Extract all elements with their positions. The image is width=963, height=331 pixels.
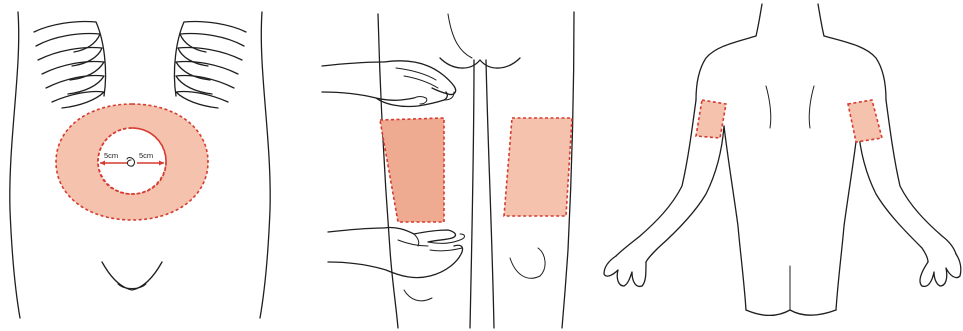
left-leg-inner-outline bbox=[470, 60, 474, 328]
upper-hand-icon bbox=[322, 61, 456, 107]
navel-icon bbox=[127, 158, 134, 167]
left-rib-cage bbox=[34, 21, 106, 108]
left-knee-outline bbox=[404, 290, 432, 301]
left-hand-icon bbox=[604, 256, 646, 286]
right-thigh-injection-zone bbox=[504, 118, 572, 216]
arrow-head-left-icon bbox=[100, 161, 105, 166]
abdomen-injection-zone bbox=[56, 104, 208, 220]
distance-arrows bbox=[100, 161, 164, 166]
arrow-head-right-icon bbox=[159, 161, 164, 166]
left-upper-arm-injection-zone bbox=[696, 100, 726, 138]
right-scapula-line bbox=[809, 86, 814, 128]
right-shoulder-outline bbox=[824, 36, 886, 100]
left-thigh-injection-zone bbox=[380, 118, 444, 222]
hip-crease-left bbox=[448, 14, 472, 58]
crotch-outline bbox=[440, 58, 520, 68]
groin-detail bbox=[118, 284, 146, 289]
groin-outline bbox=[102, 262, 162, 290]
right-arm-outer-outline bbox=[886, 100, 956, 254]
lower-hand-icon bbox=[328, 227, 465, 277]
neck-right-outline bbox=[818, 4, 824, 36]
back-panel bbox=[604, 4, 961, 315]
torso-right-outline bbox=[260, 12, 270, 318]
torso-left-outline bbox=[10, 12, 20, 318]
buttocks-outline bbox=[746, 310, 836, 315]
right-hand-icon bbox=[920, 254, 961, 286]
left-arm-outer-outline bbox=[616, 100, 696, 256]
right-upper-arm-injection-zone bbox=[848, 100, 882, 142]
distance-label-right: 5cm bbox=[139, 151, 153, 160]
abdomen-panel: 5cm 5cm bbox=[10, 12, 270, 318]
right-knee-outline bbox=[510, 248, 545, 278]
distance-label-left: 5cm bbox=[104, 151, 118, 160]
neck-left-outline bbox=[756, 4, 762, 36]
right-leg-inner-outline bbox=[486, 60, 494, 328]
thighs-panel bbox=[322, 12, 574, 328]
torso-right-side-outline bbox=[836, 126, 858, 310]
left-shoulder-outline bbox=[696, 36, 756, 100]
abdomen-zone-inner-edge bbox=[98, 128, 166, 194]
left-scapula-line bbox=[766, 86, 771, 128]
left-arm-inner-outline bbox=[646, 126, 724, 262]
torso-left-side-outline bbox=[724, 126, 746, 310]
right-rib-cage bbox=[174, 21, 246, 108]
